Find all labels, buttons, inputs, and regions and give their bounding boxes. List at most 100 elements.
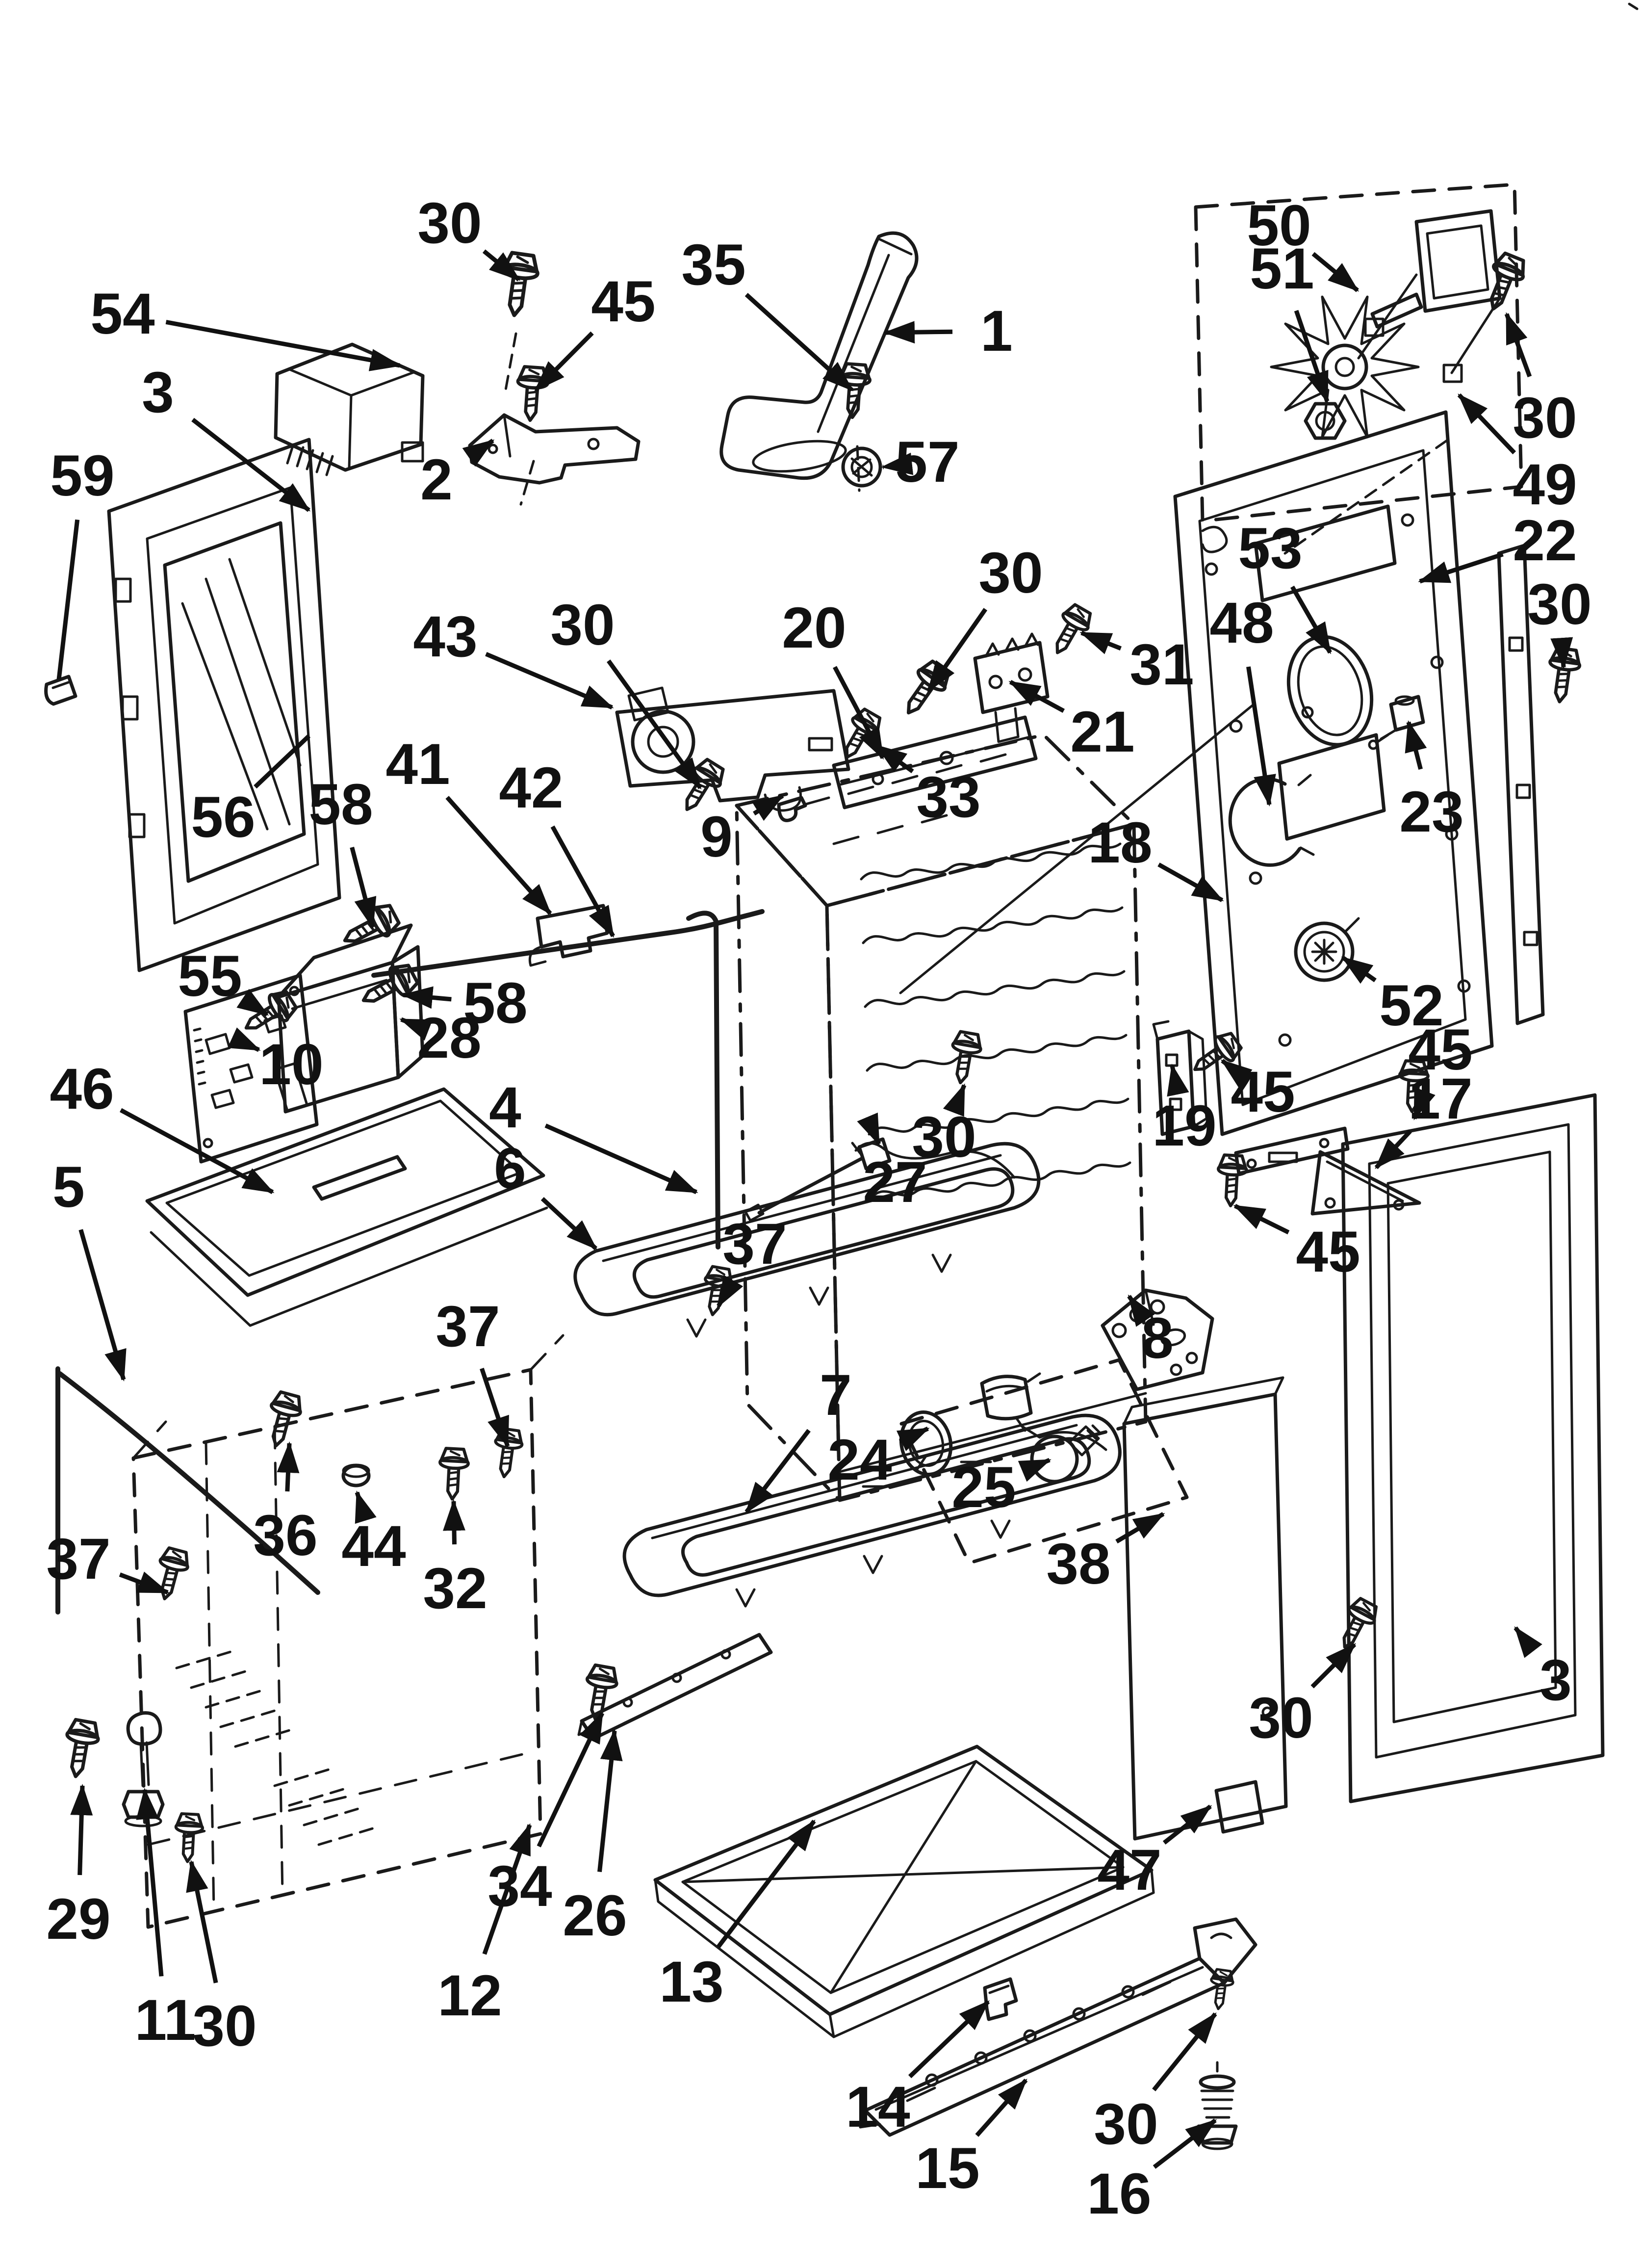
callout-label-48: 48	[1209, 591, 1274, 655]
right-side-panel	[1234, 1093, 1605, 1803]
callout-label-30: 30	[192, 1994, 257, 2059]
callout-leader-45	[1412, 1087, 1436, 1121]
callout-label-34: 34	[487, 1854, 552, 1919]
callout-42-25: 42	[499, 756, 615, 938]
callout-leader-7	[744, 1429, 811, 1514]
fan-blade	[1270, 295, 1420, 439]
callout-15-65: 15	[915, 2079, 1028, 2201]
callout-label-45: 45	[1231, 1060, 1295, 1124]
callout-49-12: 49	[1457, 393, 1577, 517]
callout-leader-21	[1008, 680, 1065, 713]
callout-label-26: 26	[563, 1883, 627, 1948]
transformer	[274, 342, 425, 476]
screw-45-top	[515, 366, 549, 421]
lamp-kit-dashed-box	[899, 1358, 1189, 1565]
callout-label-20: 20	[782, 596, 846, 660]
drawer-glide-rail-15	[859, 1917, 1257, 2137]
callout-leader-51	[1294, 310, 1330, 403]
callout-label-3: 3	[142, 360, 174, 425]
callout-label-30: 30	[417, 191, 482, 256]
callout-label-19: 19	[1152, 1094, 1216, 1158]
callout-18-31: 18	[1088, 810, 1224, 902]
clip-14	[983, 1977, 1018, 2021]
callout-30-71: 30	[912, 1083, 976, 1170]
callout-label-23: 23	[1399, 780, 1463, 844]
callout-label-30: 30	[1513, 386, 1577, 450]
callout-35-6: 35	[681, 233, 854, 392]
callout-leader-3	[191, 417, 311, 512]
callout-label-1: 1	[980, 299, 1013, 364]
callout-30-11: 30	[1504, 312, 1577, 450]
side-shield-38	[1122, 1376, 1288, 1841]
callout-58-26: 58	[308, 772, 377, 929]
callout-leader-26	[597, 1729, 623, 1872]
callout-30-66: 30	[1094, 2012, 1217, 2157]
callout-label-35: 35	[681, 233, 745, 297]
callout-26-61: 26	[563, 1729, 627, 1948]
callout-leader-20	[833, 666, 885, 760]
callout-51-10: 51	[1250, 236, 1330, 403]
callout-12-59: 12	[437, 1823, 532, 2028]
callout-label-37: 37	[46, 1527, 110, 1591]
callout-19-50: 19	[1152, 1064, 1217, 1158]
callout-leader-19	[1167, 1064, 1189, 1097]
callout-label-47: 47	[1097, 1838, 1161, 1903]
callout-label-45: 45	[1408, 1017, 1472, 1082]
callout-label-45: 45	[591, 269, 655, 334]
ground-wire-4	[686, 911, 720, 1250]
callout-label-52: 52	[1379, 973, 1443, 1038]
callout-label-30: 30	[550, 593, 615, 657]
callout-29-56: 29	[46, 1784, 111, 1952]
callout-leader-45	[1233, 1203, 1290, 1235]
callout-11-57: 11	[135, 1788, 196, 2053]
callout-label-55: 55	[178, 944, 242, 1009]
callout-leader-22	[1418, 552, 1504, 584]
callout-leader-30	[943, 1083, 967, 1117]
callout-30-23: 30	[550, 593, 702, 790]
callout-50-9: 50	[1247, 193, 1360, 292]
oval-vent	[1286, 635, 1374, 747]
callout-21-17: 21	[1008, 680, 1135, 764]
lamp-reflector	[980, 1372, 1041, 1421]
callout-38-48: 38	[1046, 1512, 1165, 1596]
callout-label-30: 30	[1527, 572, 1591, 637]
callout-label-43: 43	[413, 604, 477, 669]
capillary-wire	[899, 703, 1255, 994]
fan-motor-assembly	[1357, 209, 1502, 383]
callout-label-51: 51	[1250, 236, 1314, 301]
fan-kit-dashed-box	[1194, 182, 1523, 555]
callout-label-30: 30	[1249, 1686, 1313, 1750]
callout-1-7: 1	[883, 299, 1013, 364]
callout-leader-42	[550, 825, 615, 938]
callout-31-16: 31	[1079, 630, 1194, 697]
callout-5-36: 5	[52, 1155, 127, 1382]
callout-leader-9	[751, 794, 785, 821]
callout-45-51: 45	[1220, 1059, 1295, 1124]
callout-label-59: 59	[50, 443, 114, 508]
callout-leader-1	[883, 321, 953, 344]
callout-leader-37	[119, 1571, 170, 1595]
callout-13-62: 13	[659, 1819, 816, 2014]
callout-label-30: 30	[1094, 2092, 1158, 2157]
callout-label-30: 30	[978, 541, 1043, 605]
support-bracket-2	[468, 413, 641, 485]
trim-wire-5	[55, 1366, 320, 1615]
callout-leader-36	[277, 1441, 300, 1492]
callout-label-21: 21	[1070, 700, 1134, 764]
callout-leader-12	[482, 1823, 532, 1955]
callout-label-27: 27	[863, 1150, 927, 1215]
callout-label-5: 5	[52, 1155, 85, 1220]
callout-55-32: 55	[178, 944, 269, 1017]
callout-30-69: 30	[1249, 1642, 1357, 1750]
callout-leader-53	[1290, 585, 1332, 654]
callout-label-24: 24	[827, 1428, 892, 1492]
callout-label-53: 53	[1238, 516, 1302, 581]
callout-label-2: 2	[420, 447, 453, 512]
callout-52-55: 52	[1341, 956, 1444, 1038]
callout-label-46: 46	[50, 1057, 114, 1121]
screw-29	[60, 1719, 101, 1779]
callout-37-39: 37	[717, 1212, 787, 1308]
callout-leader-58	[350, 846, 377, 929]
